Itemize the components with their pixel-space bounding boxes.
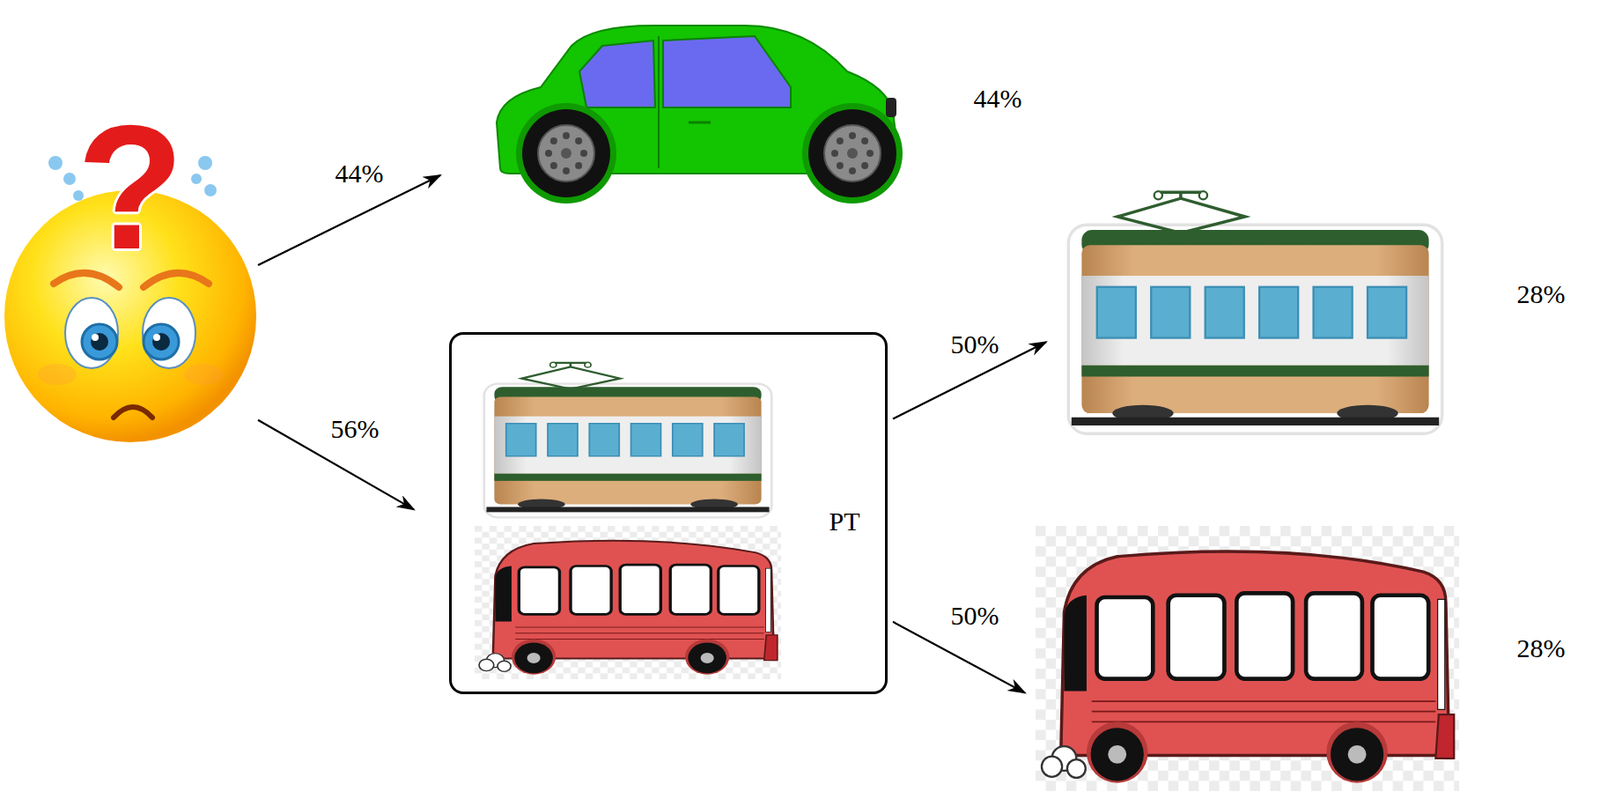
flow-arrow — [892, 621, 1025, 694]
small-tram-illustration — [482, 357, 774, 521]
share-label: 44% — [973, 83, 1023, 115]
small-bus-illustration — [474, 525, 782, 679]
bus-illustration — [1035, 525, 1460, 791]
share-percentage: 50% — [949, 329, 1002, 361]
share-label: 28% — [1517, 633, 1566, 664]
public-transport-box: PT — [449, 331, 888, 694]
share-label: 28% — [1517, 279, 1566, 310]
share-percentage: 50% — [949, 600, 1002, 632]
share-percentage: 56% — [329, 413, 382, 445]
question-mark: ? — [76, 99, 185, 276]
bus-node: 28% — [1030, 525, 1577, 791]
group-label: PT — [828, 506, 860, 538]
person-node: ? — [2, 88, 259, 445]
car-node: 44% — [440, 25, 1040, 202]
share-percentage: 44% — [333, 158, 386, 190]
flow-arrow — [258, 175, 441, 266]
tram-node: 28% — [1056, 184, 1577, 439]
tram-illustration — [1066, 184, 1445, 439]
car-illustration — [494, 25, 900, 202]
